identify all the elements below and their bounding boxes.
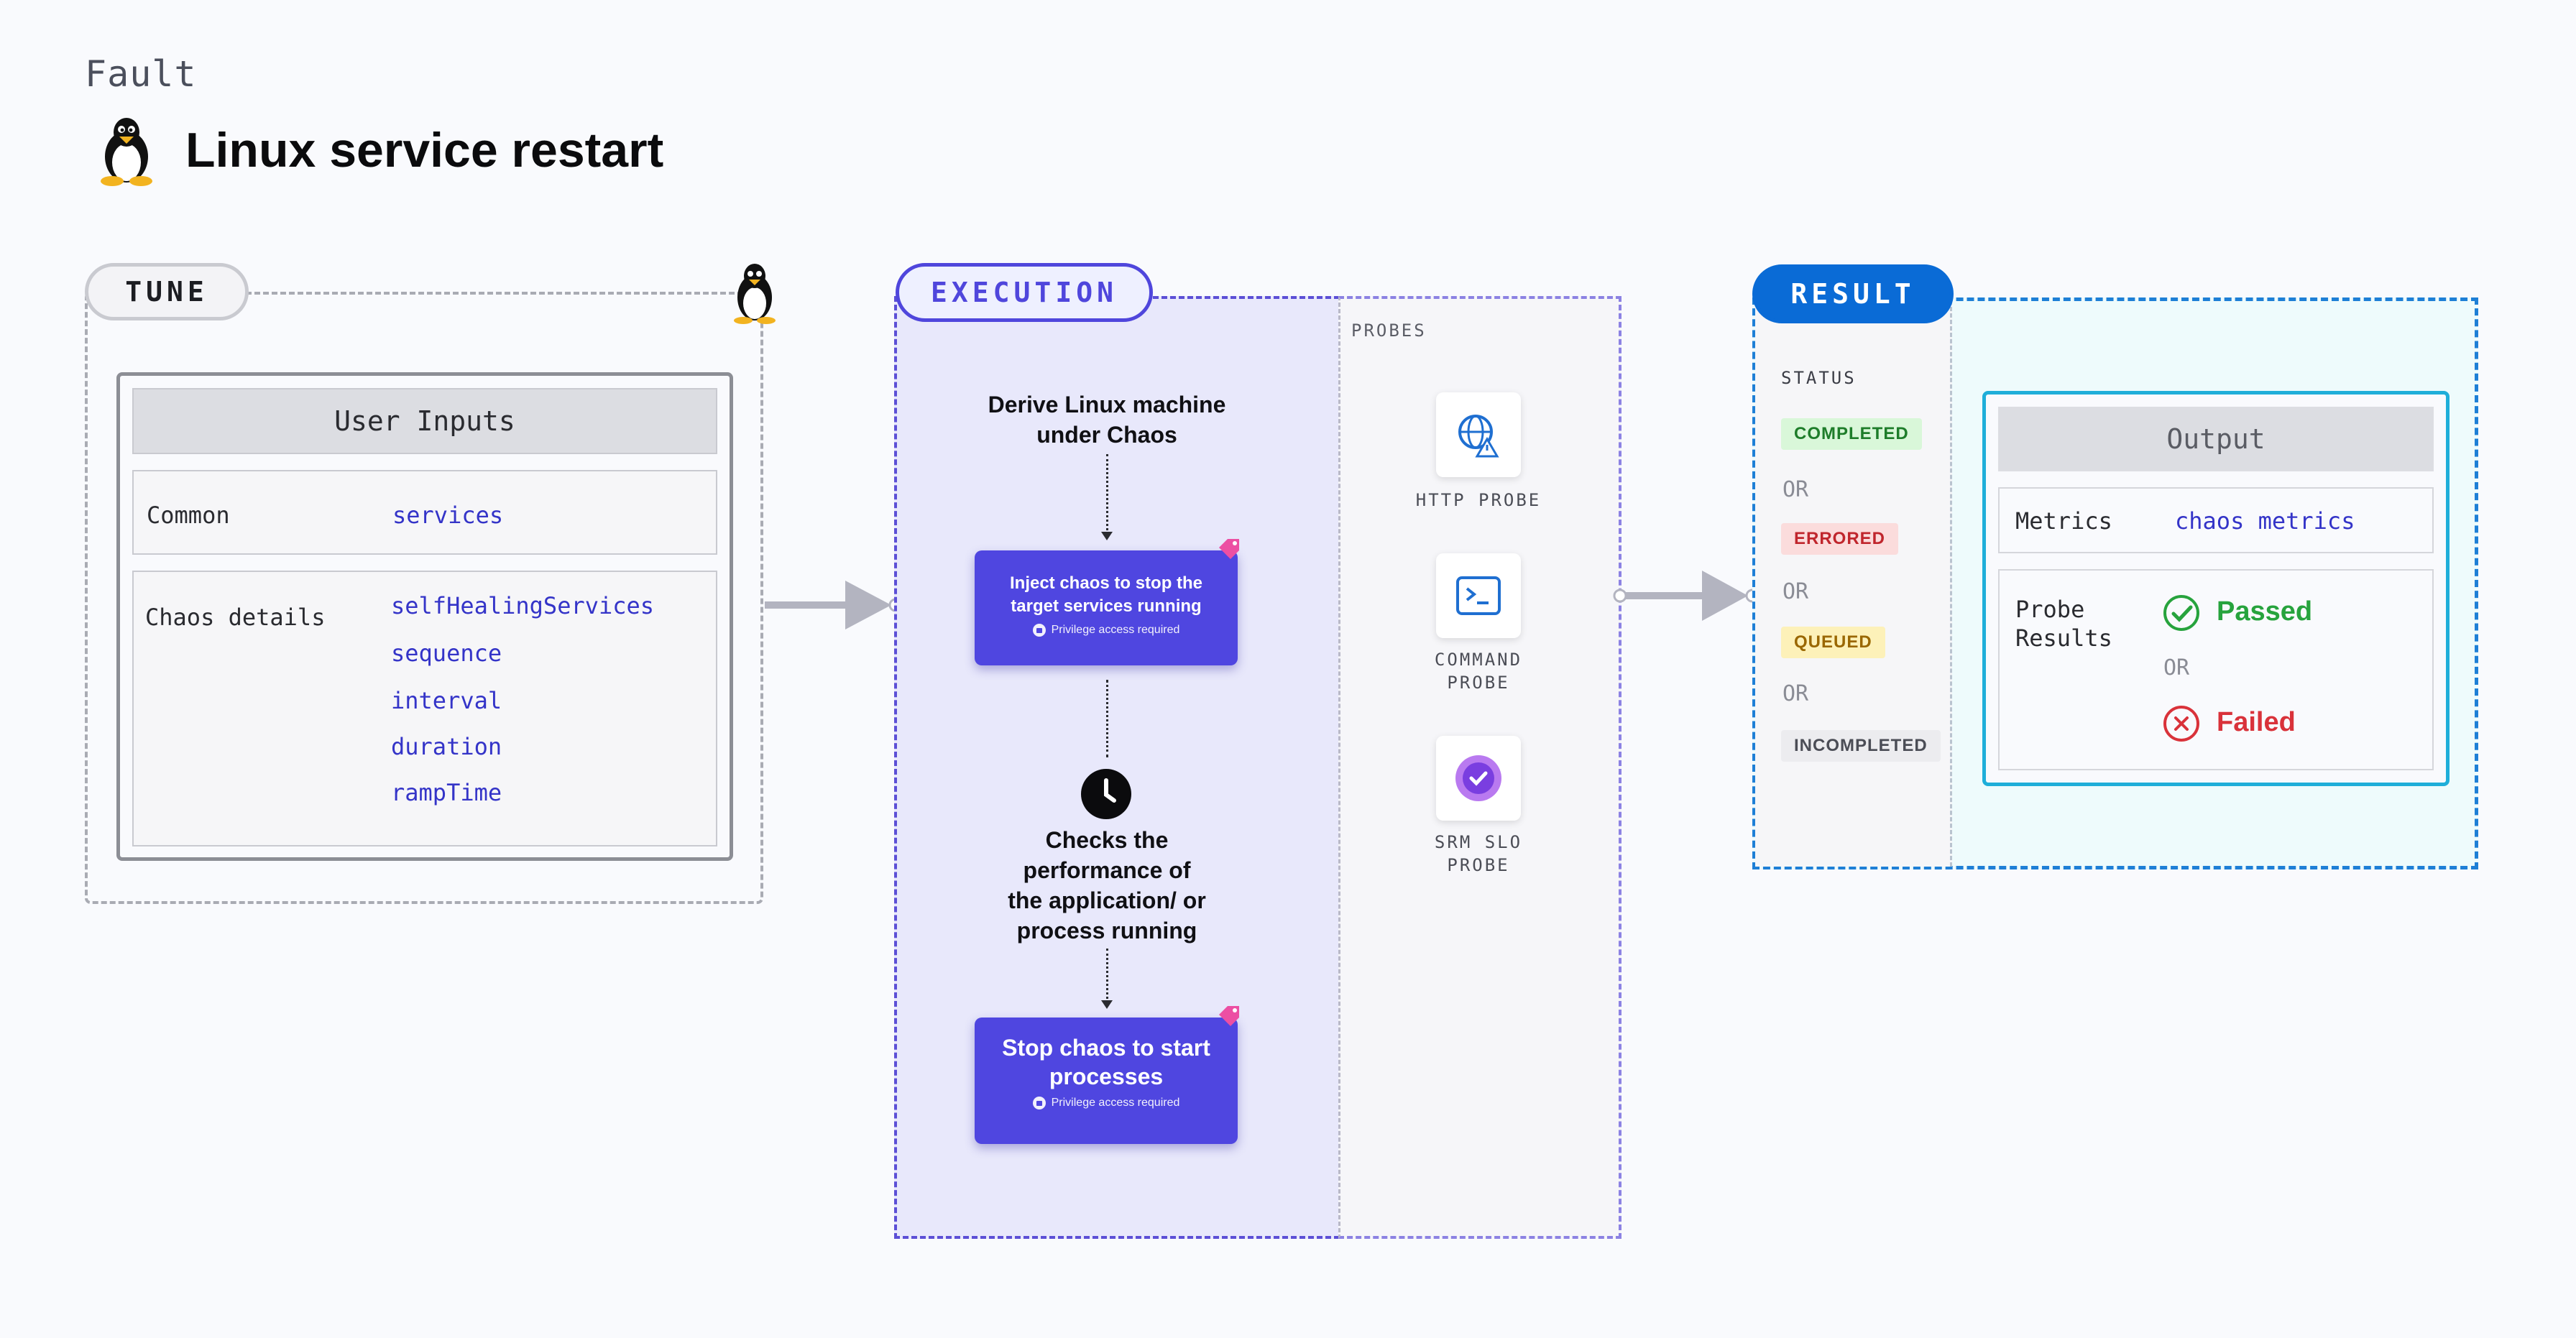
passed-label: Passed bbox=[2217, 596, 2313, 627]
page-title: Linux service restart bbox=[185, 123, 664, 177]
metrics-label: Metrics bbox=[2015, 507, 2112, 535]
or-label: OR bbox=[1782, 681, 1809, 706]
http-probe-icon bbox=[1436, 392, 1521, 477]
or-label: OR bbox=[1782, 477, 1809, 502]
x-circle-icon bbox=[2163, 706, 2199, 742]
chaos-details-label: Chaos details bbox=[145, 604, 326, 631]
flow-connector bbox=[1106, 680, 1108, 757]
execution-pill: EXECUTION bbox=[896, 263, 1153, 322]
failed-label: Failed bbox=[2217, 707, 2296, 737]
srm-slo-probe-icon bbox=[1436, 736, 1521, 821]
arrow-head-icon bbox=[1101, 1000, 1113, 1009]
probes-label: PROBES bbox=[1351, 320, 1427, 341]
flow-connector bbox=[1106, 454, 1108, 535]
output-title: Output bbox=[1998, 407, 2434, 471]
tune-panel bbox=[85, 292, 763, 904]
arrow-tune-to-execution bbox=[765, 581, 903, 629]
clock-icon bbox=[1081, 769, 1131, 819]
or-label: OR bbox=[2163, 655, 2190, 680]
status-badge-completed: COMPLETED bbox=[1781, 418, 1922, 450]
tune-pill: TUNE bbox=[85, 263, 249, 320]
status-badge-errored: ERRORED bbox=[1781, 523, 1899, 555]
metrics-row bbox=[1998, 487, 2434, 553]
linux-penguin-icon bbox=[734, 264, 776, 324]
param-sequence: sequence bbox=[391, 640, 502, 667]
common-label: Common bbox=[147, 502, 230, 529]
param-services: services bbox=[392, 502, 504, 529]
param-interval: interval bbox=[391, 687, 502, 714]
probe-results-row bbox=[1998, 569, 2434, 770]
common-row bbox=[132, 470, 717, 555]
status-column bbox=[1755, 300, 1952, 867]
param-selfhealingservices: selfHealingServices bbox=[391, 592, 655, 619]
command-probe-icon bbox=[1436, 553, 1521, 638]
result-pill: RESULT bbox=[1752, 264, 1954, 323]
chaos-tag-icon bbox=[1219, 539, 1239, 559]
arrow-head-icon bbox=[1101, 532, 1113, 540]
status-badge-queued: QUEUED bbox=[1781, 627, 1885, 658]
arrow-execution-to-result bbox=[1613, 571, 1760, 621]
chaos-tag-icon bbox=[1219, 1006, 1239, 1026]
or-label: OR bbox=[1782, 579, 1809, 604]
lock-icon bbox=[1032, 1097, 1046, 1109]
status-label: STATUS bbox=[1781, 368, 1857, 388]
param-duration: duration bbox=[391, 733, 502, 760]
flow-connector bbox=[1106, 949, 1108, 1003]
fault-label: Fault bbox=[85, 53, 197, 95]
metrics-value: chaos metrics bbox=[2175, 507, 2355, 535]
http-probe-label: HTTP PROBE bbox=[1415, 490, 1542, 510]
check-circle-icon bbox=[2163, 595, 2199, 631]
lock-icon bbox=[1032, 624, 1046, 637]
chaos-details-row bbox=[132, 571, 717, 846]
param-ramptime: rampTime bbox=[391, 779, 502, 806]
linux-penguin-icon bbox=[101, 118, 152, 186]
status-badge-incompleted: INCOMPLETED bbox=[1781, 730, 1941, 762]
user-inputs-title: User Inputs bbox=[132, 388, 717, 454]
